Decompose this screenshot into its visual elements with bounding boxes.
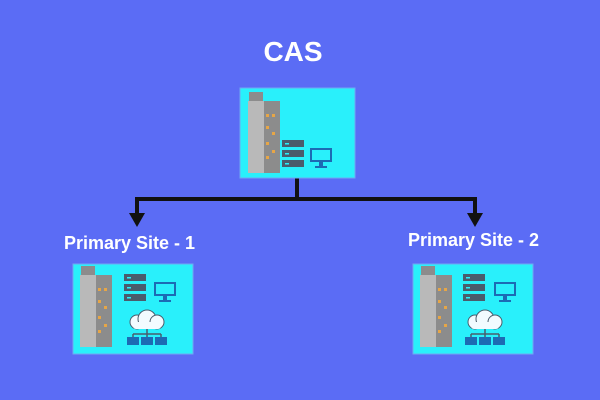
cas-node	[239, 87, 356, 179]
office-building-icon	[80, 266, 112, 347]
monitor-icon	[154, 282, 176, 302]
cloud-network-icon	[127, 309, 167, 345]
server-rack-icon	[463, 274, 485, 301]
office-building-icon	[248, 92, 280, 173]
primary-site-1-node	[72, 263, 194, 355]
primary-site-2-node	[412, 263, 534, 355]
monitor-icon	[494, 282, 516, 302]
connectors	[135, 176, 477, 216]
cas-title: CAS	[263, 36, 323, 67]
arrow-down-icon	[467, 213, 483, 227]
primary-site-2-title: Primary Site - 2	[408, 230, 540, 250]
monitor-icon	[310, 148, 332, 168]
cloud-network-icon	[465, 309, 505, 345]
server-rack-icon	[282, 140, 304, 167]
office-building-icon	[420, 266, 452, 347]
arrow-down-icon	[129, 213, 145, 227]
server-rack-icon	[124, 274, 146, 301]
primary-site-1-title: Primary Site - 1	[64, 233, 196, 253]
